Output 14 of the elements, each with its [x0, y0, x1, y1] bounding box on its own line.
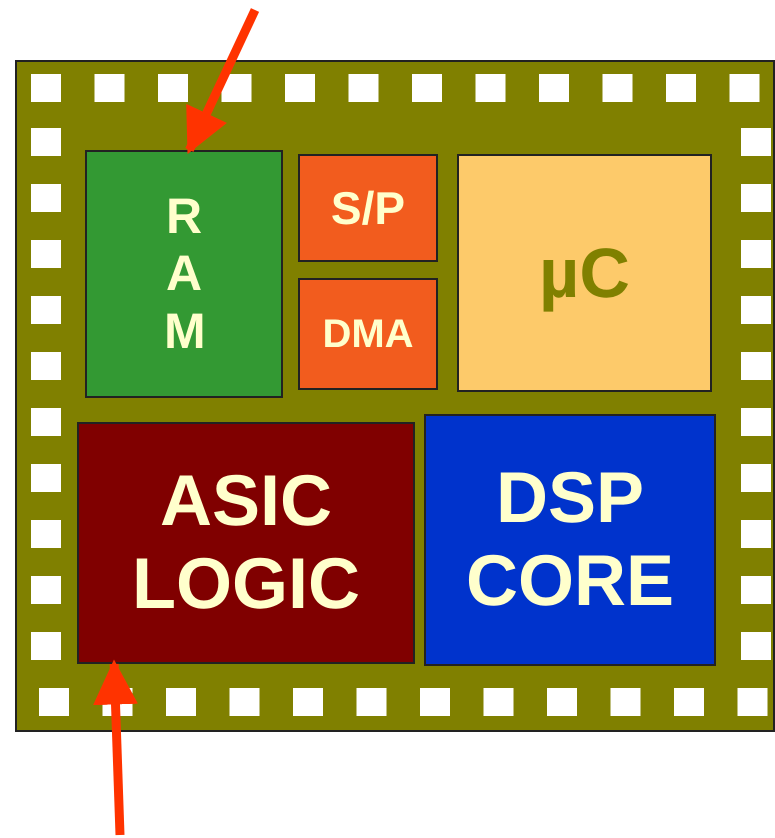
block-label: DSP CORE — [464, 457, 676, 623]
block-label: R A M — [164, 188, 204, 360]
arrow — [93, 660, 138, 836]
block — [298, 154, 438, 262]
block — [298, 278, 438, 390]
block — [457, 154, 712, 392]
core-block — [424, 414, 716, 666]
logic-block — [77, 422, 415, 664]
block-label: µC — [538, 232, 631, 314]
block-label: ASIC LOGIC — [131, 460, 361, 626]
block-label: DMA — [321, 311, 415, 357]
arrow — [185, 8, 260, 154]
memory-block — [85, 150, 283, 398]
block-label: S/P — [330, 182, 406, 234]
